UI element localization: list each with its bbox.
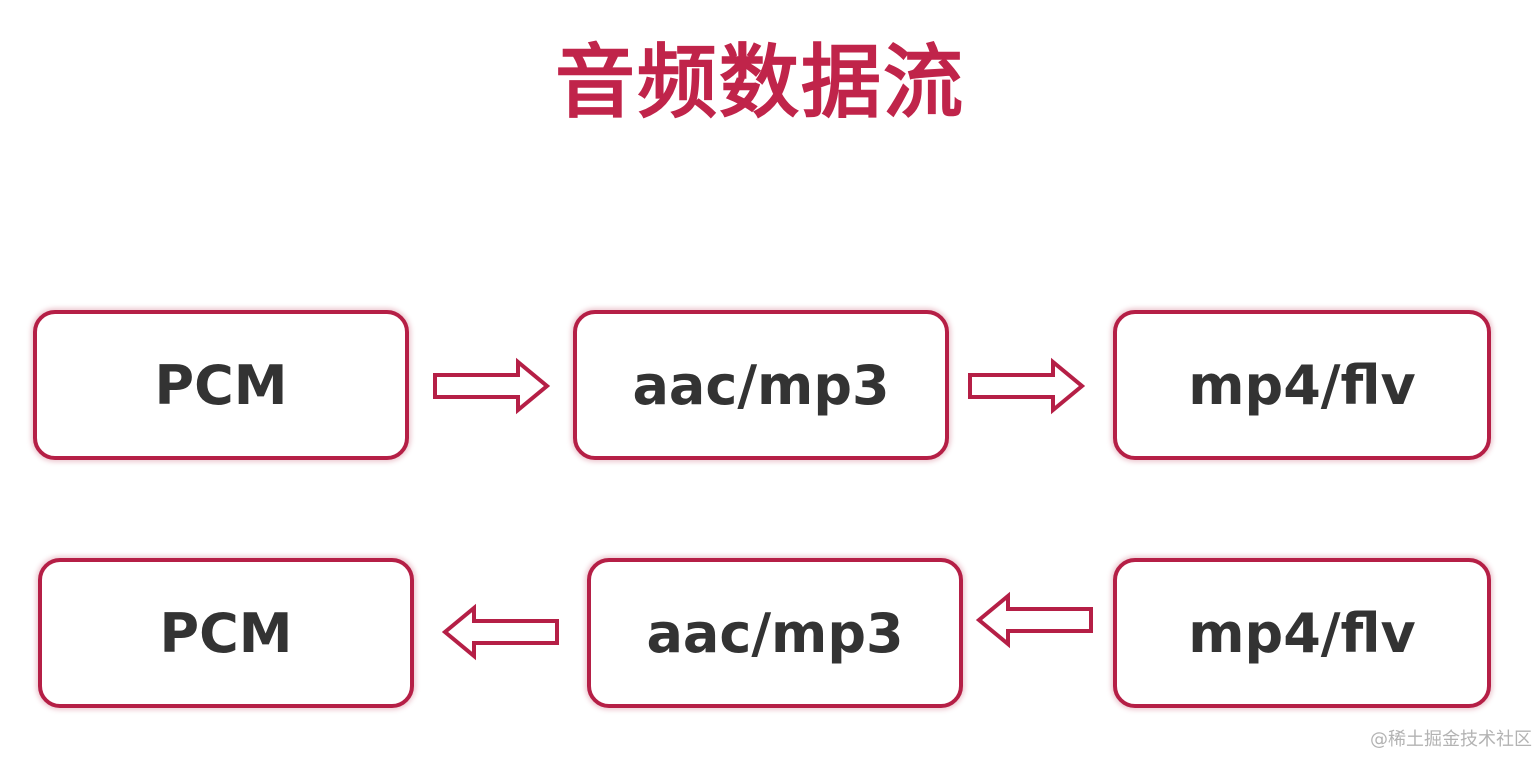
node-label: mp4/flv xyxy=(1188,601,1416,665)
node-label: aac/mp3 xyxy=(632,353,890,417)
page-title: 音频数据流 xyxy=(555,36,965,129)
node-label: PCM xyxy=(159,601,293,665)
row2-node-pcm: PCM xyxy=(38,558,414,708)
row1-node-aac-mp3: aac/mp3 xyxy=(573,310,949,460)
arrow-left-icon xyxy=(441,603,559,661)
node-label: PCM xyxy=(154,353,288,417)
arrow-right-icon xyxy=(433,357,551,415)
node-label: mp4/flv xyxy=(1188,353,1416,417)
row2-node-mp4-flv: mp4/flv xyxy=(1113,558,1491,708)
row1-node-mp4-flv: mp4/flv xyxy=(1113,310,1491,460)
row1-node-pcm: PCM xyxy=(33,310,409,460)
arrow-right-icon xyxy=(968,357,1086,415)
node-label: aac/mp3 xyxy=(646,601,904,665)
row2-node-aac-mp3: aac/mp3 xyxy=(587,558,963,708)
watermark: @稀土掘金技术社区 xyxy=(1370,729,1532,750)
arrow-left-icon xyxy=(975,591,1093,649)
